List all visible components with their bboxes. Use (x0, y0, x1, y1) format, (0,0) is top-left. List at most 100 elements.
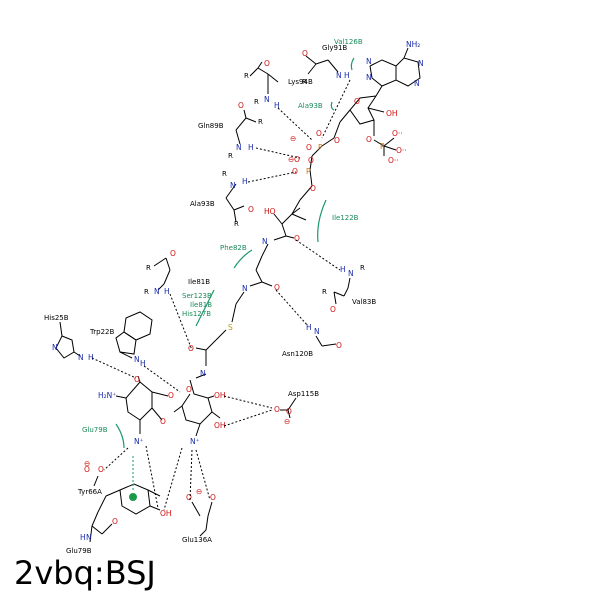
hydrophobic-arc-ile122b (317, 199, 327, 243)
ala93b-h-label: H (242, 177, 248, 186)
ile81b-n-label: N (154, 287, 160, 296)
pant-o-label-1: O (294, 234, 300, 243)
asn120b-o-label: O (336, 341, 342, 350)
hbond-lines (91, 79, 351, 511)
hydrophobic-arc-glu79b (115, 423, 125, 449)
glu79b-h-label: H (80, 533, 86, 542)
asn120b-h-label: H (306, 323, 312, 332)
phosphate-o-label-6: O (292, 167, 298, 176)
residue-label-ala93b-top: Ala93B (298, 102, 323, 110)
his25b-n-label-2: N (78, 353, 84, 362)
glu79b-o-label-3: O (112, 517, 118, 526)
phosphate-p-label-2: P (318, 143, 323, 152)
adenine-n-label-1: N (366, 57, 372, 66)
trp22b-indole (115, 311, 153, 359)
glu136a-o-label-1: O (186, 493, 192, 502)
val83b-r2-label: R (322, 288, 327, 296)
adenine-ring (369, 47, 421, 97)
glu79b-minus: ⊖ (84, 459, 90, 468)
three-prime-phosphate (373, 137, 397, 156)
gly91b-o-label: O (302, 49, 308, 58)
val83b-h-label: H (340, 265, 346, 274)
residue-label-tyr66a: Tyr66A (77, 488, 102, 496)
adenine-n-label-2: N (366, 73, 372, 82)
ribose-ring (339, 95, 385, 136)
glu79b-o-label-2: O (98, 465, 104, 474)
residue-label-ile81b-2: Ile81B (190, 301, 212, 309)
residue-label-ile81b: Ile81B (188, 278, 210, 286)
pant-nh-label-1: N (262, 237, 268, 246)
ring-o-label-1: O (186, 385, 192, 394)
ribose-oh-label: OH (386, 109, 398, 118)
adenine-nh2-label: NH₂ (406, 40, 420, 49)
gly91b-h-label: H (344, 71, 350, 80)
asn120b-fragment (315, 335, 337, 347)
lys94b-o-label: O (264, 59, 270, 68)
asp115b-fragment (280, 397, 297, 419)
gln89b-r-label: R (258, 118, 263, 126)
residue-label-val126b: Val126B (334, 38, 363, 46)
pant-oh-label: HO (264, 207, 276, 216)
ala93b-r-label: R (222, 170, 227, 178)
ring-oh-label-3: O (134, 375, 140, 384)
glycosidic-o-label: O (160, 417, 166, 426)
sugar-ring-left (115, 375, 169, 434)
hydrophobic-arc-ala93b (330, 101, 335, 111)
sugar-ring-right (173, 379, 221, 437)
residue-label-trp22b: Trp22B (89, 328, 114, 336)
residue-label-ile122b: Ile122B (332, 214, 359, 222)
gly91b-r-label: R (302, 78, 307, 86)
ile81b-r-label: R (146, 264, 151, 272)
phosphate-p-label-1: P (380, 142, 385, 151)
hydrophobic-arc-ser123b (195, 289, 215, 327)
glu136a-fragment (191, 501, 213, 537)
residue-label-glu136a: Glu136A (182, 536, 212, 544)
gln89b-o-label: O (238, 101, 244, 110)
phosphate-o-label-4: O (306, 143, 312, 152)
residue-label-val83b: Val83B (352, 298, 376, 306)
phosphate-o-label-1: O·· (392, 129, 403, 138)
gln89b-n-label: N (236, 143, 242, 152)
ring-h2nplus-label: H₂N⁺ (98, 391, 116, 400)
his25b-ring (55, 321, 81, 359)
asp115b-o-label-1: O (274, 405, 280, 414)
his25b-h-label: H (88, 353, 94, 362)
gln89b-h-label: H (248, 143, 254, 152)
phosphate-p-label-3: P (306, 167, 311, 176)
tyr66a-oh-label: OH (160, 509, 172, 518)
lys94b-r-label: R (244, 72, 249, 80)
adenine-n-label-3: N (418, 59, 424, 68)
glu136a-minus: ⊖ (196, 487, 202, 496)
ring-nplus-label-2: N⁺ (134, 437, 144, 446)
ring-o-label-2: O (168, 391, 174, 400)
tyr66a-ring (97, 483, 161, 515)
gly91b-fragment (305, 55, 339, 75)
glu79b-fragment (89, 475, 113, 543)
glu79b-n-label: N (86, 533, 92, 542)
ribose-o-label: O (354, 97, 360, 106)
minus-sign-1: ⊖ (290, 134, 296, 143)
ile81b-o-label: O (170, 249, 176, 258)
ala93b-n-label: N (230, 181, 236, 190)
asn120b-n-label: N (314, 327, 320, 336)
residue-label-his127b: His127B (182, 310, 211, 318)
residue-label-his25b: His25B (44, 314, 69, 322)
adenine-n-label-4: N (414, 79, 420, 88)
asp115b-o-label-2: O (286, 407, 292, 416)
phosphate-o-label-7: O (294, 155, 300, 164)
diagram-title: 2vbq:BSJ (14, 554, 156, 592)
residue-label-asn120b: Asn120B (282, 350, 313, 358)
bridge-o-label-1: O (334, 136, 340, 145)
minus-sign-2: ⊖ (288, 155, 294, 164)
ile81b-r2-label: R (144, 288, 149, 296)
pant-o-label-3: O (188, 344, 194, 353)
residue-label-asp115b: Asp115B (288, 390, 319, 398)
phosphate-o-label-3: O·· (388, 156, 399, 165)
lys94b-r2-label: R (254, 98, 259, 106)
trp22b-h-label: H (140, 359, 146, 368)
ile81b-h-label: H (164, 287, 170, 296)
hydrophobic-arcs (115, 57, 355, 501)
ring-oh-label-2: OH (214, 421, 226, 430)
ribose-o3-label: O (366, 135, 372, 144)
gln89b-r2-label: R (228, 152, 233, 160)
